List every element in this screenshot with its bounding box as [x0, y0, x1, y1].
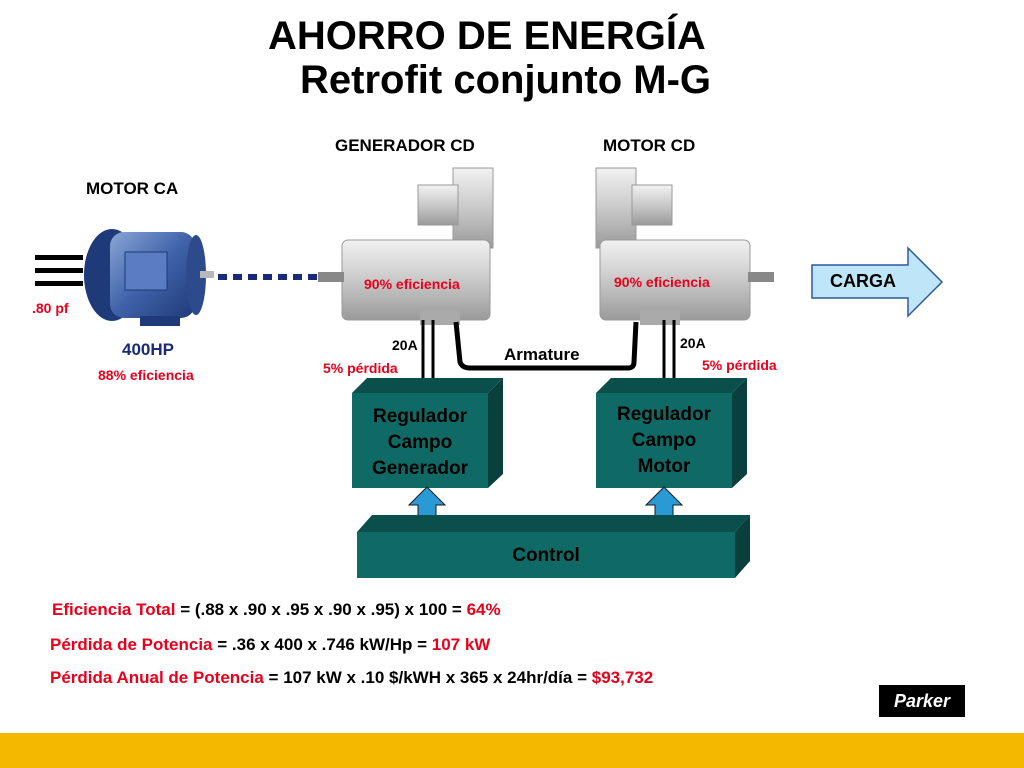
armature-connection — [453, 321, 639, 371]
footer-bar — [0, 733, 1024, 768]
regulator-motor-line-2: Campo — [631, 430, 697, 451]
power-factor-label: .80 pf — [32, 300, 69, 316]
regulator-generator-line-2: Campo — [387, 432, 453, 453]
regulator-generator-line-1: Regulador — [373, 406, 467, 427]
armature-label: Armature — [504, 345, 580, 364]
efficiency-expression: = (.88 x .90 x .95 x .90 x .95) x 100 = — [180, 600, 462, 619]
generator-label: GENERADOR CD — [335, 136, 475, 155]
dc-motor-icon — [595, 167, 774, 325]
power-loss-label: Pérdida de Potencia — [50, 635, 213, 654]
motor-cd-efficiency: 90% eficiencia — [614, 274, 710, 290]
motor-hp-label: 400HP — [122, 340, 174, 359]
power-loss-formula: Pérdida de Potencia = .36 x 400 x .746 k… — [50, 635, 490, 655]
regulator-generator-box — [352, 378, 503, 488]
motor-cd-loss: 5% pérdida — [702, 357, 777, 373]
power-lines-icon — [35, 255, 83, 286]
generator-efficiency: 90% eficiencia — [364, 276, 460, 292]
title-line-1: AHORRO DE ENERGÍA — [268, 14, 706, 58]
motor-ca-label: MOTOR CA — [86, 179, 179, 198]
title-line-2: Retrofit conjunto M-G — [300, 58, 712, 102]
efficiency-label: Eficiencia Total — [52, 600, 176, 619]
control-label: Control — [512, 545, 580, 566]
generator-current: 20A — [392, 337, 418, 353]
regulator-motor-box — [596, 378, 747, 488]
efficiency-formula: Eficiencia Total = (.88 x .90 x .95 x .9… — [52, 600, 501, 620]
motor-cd-current: 20A — [680, 335, 706, 351]
generator-loss: 5% pérdida — [323, 360, 398, 376]
ac-motor-icon — [84, 229, 214, 326]
regulator-motor-text: Regulador Campo Motor — [596, 402, 732, 480]
annual-loss-label: Pérdida Anual de Potencia — [50, 668, 264, 687]
load-label: CARGA — [830, 271, 896, 291]
regulator-motor-line-1: Regulador — [617, 404, 711, 425]
power-loss-result: 107 kW — [431, 635, 491, 654]
motor-cd-label: MOTOR CD — [603, 136, 696, 155]
load-arrow-icon — [811, 246, 944, 318]
dc-generator-icon — [318, 167, 494, 325]
motor-ca-efficiency: 88% eficiencia — [98, 367, 194, 383]
power-loss-expression: = .36 x 400 x .746 kW/Hp = — [217, 635, 428, 654]
annual-loss-result: $93,732 — [591, 668, 654, 687]
annual-loss-formula: Pérdida Anual de Potencia = 107 kW x .10… — [50, 668, 653, 688]
control-box — [357, 515, 750, 578]
efficiency-result: 64% — [466, 600, 501, 619]
regulator-generator-line-3: Generador — [371, 458, 469, 479]
regulator-motor-line-3: Motor — [637, 456, 691, 477]
parker-logo: Parker — [879, 685, 965, 717]
annual-loss-expression: = 107 kW x .10 $/kWH x 365 x 24hr/día = — [268, 668, 588, 687]
regulator-generator-text: Regulador Campo Generador — [352, 404, 488, 482]
